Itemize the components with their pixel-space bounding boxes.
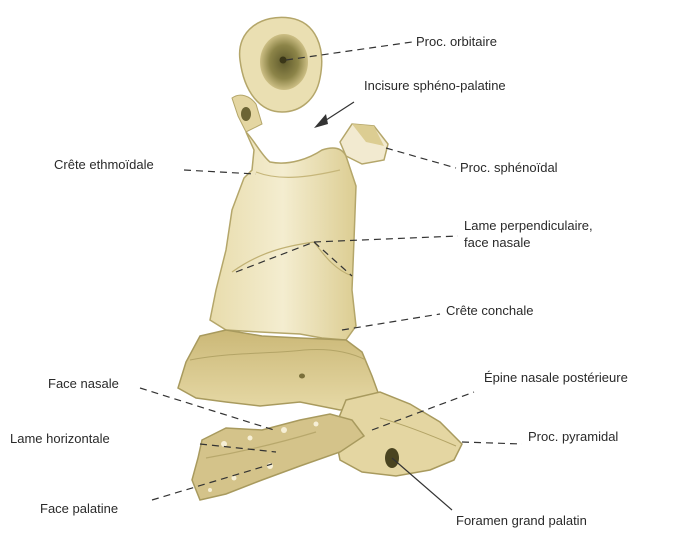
horizontal-plate bbox=[192, 414, 364, 500]
label-proc-orbitaire: Proc. orbitaire bbox=[416, 34, 497, 50]
label-lame-horizontale: Lame horizontale bbox=[10, 431, 110, 447]
label-epine-nasale-posterieure: Épine nasale postérieure bbox=[484, 370, 628, 386]
label-incisure-spheno-palatine: Incisure sphéno-palatine bbox=[364, 78, 506, 94]
label-crete-conchale: Crête conchale bbox=[446, 303, 533, 319]
label-foramen-grand-palatin: Foramen grand palatin bbox=[456, 513, 587, 529]
orbital-process bbox=[232, 17, 322, 132]
label-face-nasale: Face nasale bbox=[48, 376, 119, 392]
label-proc-pyramidal: Proc. pyramidal bbox=[528, 429, 618, 445]
label-crete-ethmoidale: Crête ethmoïdale bbox=[54, 157, 154, 173]
label-lame-perpendiculaire-2: face nasale bbox=[464, 235, 531, 251]
label-proc-sphenoidal: Proc. sphénoïdal bbox=[460, 160, 558, 176]
label-lame-perpendiculaire-1: Lame perpendiculaire, bbox=[464, 218, 593, 234]
label-face-palatine: Face palatine bbox=[40, 501, 118, 517]
lower-body bbox=[178, 330, 380, 410]
perpendicular-plate bbox=[210, 132, 356, 340]
